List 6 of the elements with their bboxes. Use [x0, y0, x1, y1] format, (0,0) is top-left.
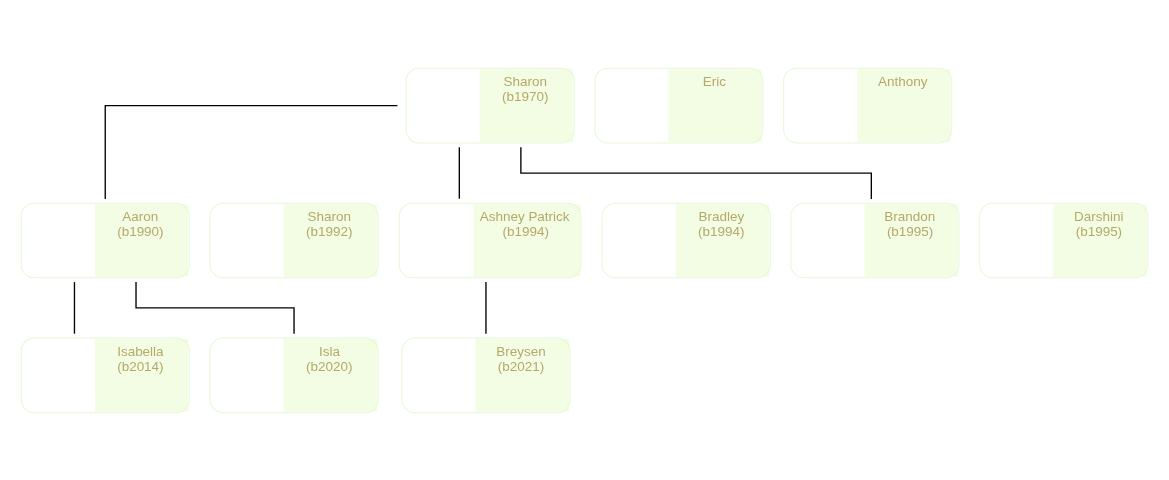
connector [73, 280, 76, 334]
connector [135, 280, 295, 334]
connector [104, 104, 399, 200]
connector [520, 146, 872, 200]
connector [485, 280, 487, 334]
connector [458, 146, 460, 199]
